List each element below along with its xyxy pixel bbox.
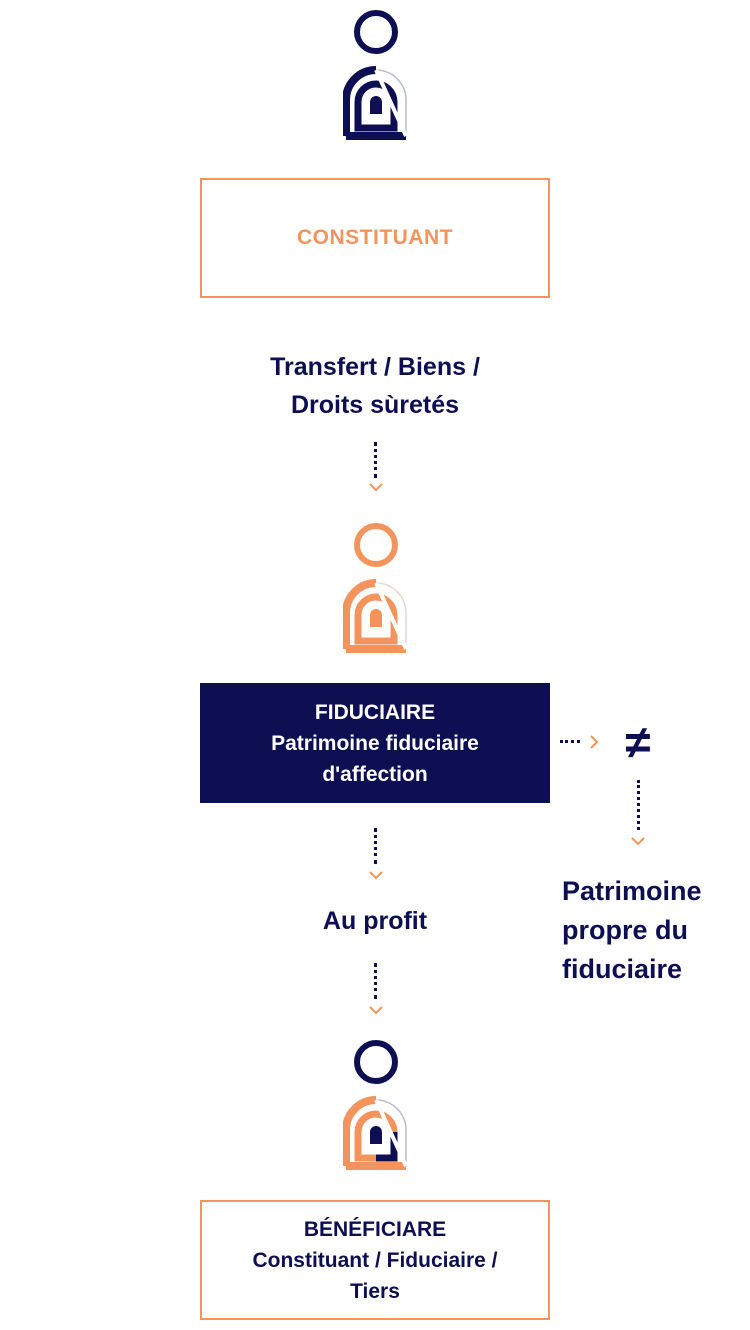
fiduciaire-person-icon (343, 523, 408, 653)
fiduciaire-box: FIDUCIAIRE Patrimoine fiduciaire d'affec… (200, 683, 550, 803)
not-equal-icon: ≠ (625, 716, 651, 768)
chevron-down-icon (369, 1006, 383, 1015)
connector-dots-right (637, 780, 640, 830)
chevron-right-icon (590, 735, 599, 749)
constituant-box: CONSTITUANT (200, 178, 550, 298)
transfer-label: Transfert / Biens / Droits sùretés (200, 348, 550, 424)
transfer-label-line1: Transfert / Biens / (270, 353, 480, 381)
beneficiaire-box: BÉNÉFICIARE Constituant / Fiduciaire / T… (200, 1200, 550, 1320)
constituant-person-icon (343, 10, 408, 140)
beneficiaire-line2: Tiers (350, 1279, 400, 1303)
chevron-down-icon (369, 871, 383, 880)
connector-dots-1 (374, 442, 377, 478)
fiduciaire-title: FIDUCIAIRE (314, 700, 436, 724)
own-patrimony-line1: Patrimoine (562, 876, 702, 906)
profit-label: Au profit (322, 907, 428, 935)
transfer-label-line2: Droits sùretés (290, 391, 460, 419)
own-patrimony-line2: propre du (562, 915, 688, 945)
constituant-title: CONSTITUANT (297, 226, 453, 249)
own-patrimony-line3: fiduciaire (562, 954, 683, 984)
fiduciaire-line2: d'affection (322, 762, 428, 786)
beneficiaire-title: BÉNÉFICIARE (303, 1217, 447, 1241)
own-patrimony-label: Patrimoine propre du fiduciaire (562, 872, 748, 989)
beneficiaire-person-icon (343, 1040, 408, 1170)
fiduciaire-line1: Patrimoine fiduciaire (271, 731, 479, 755)
chevron-down-icon (369, 483, 383, 492)
connector-dots-2 (374, 828, 377, 864)
connector-dots-horizontal (560, 740, 580, 743)
connector-dots-3 (374, 963, 377, 999)
chevron-down-icon (631, 837, 645, 846)
beneficiaire-line1: Constituant / Fiduciaire / (252, 1248, 498, 1272)
